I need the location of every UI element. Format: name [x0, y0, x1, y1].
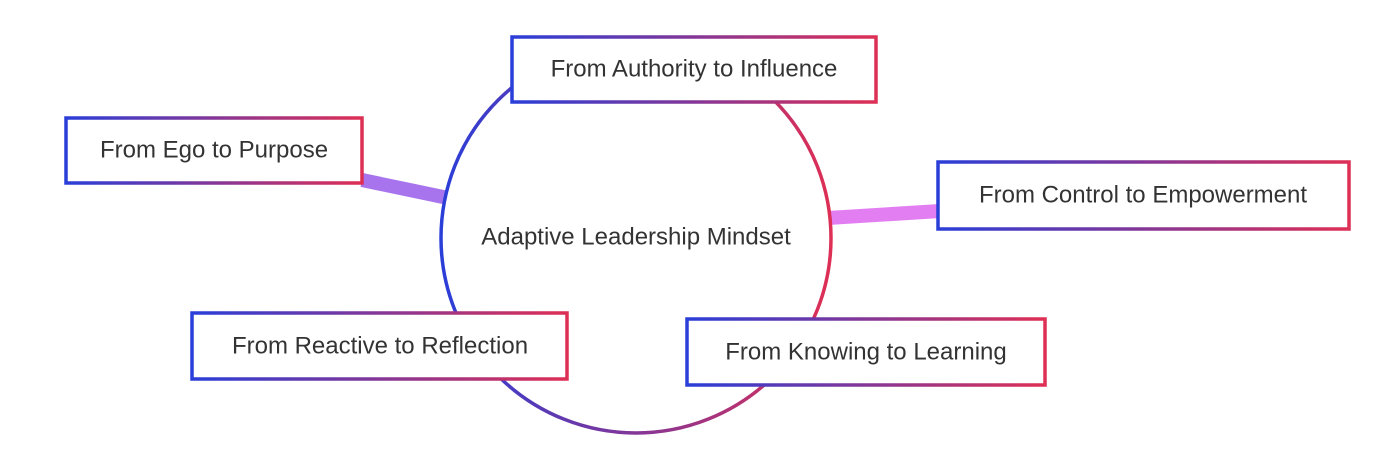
branch-label: From Knowing to Learning — [725, 338, 1006, 365]
connector-ego — [360, 173, 450, 205]
branch-label: From Authority to Influence — [551, 55, 838, 82]
branch-node-control-empowerment[interactable]: From Control to Empowerment — [936, 160, 1351, 231]
branch-node-authority-influence[interactable]: From Authority to Influence — [510, 35, 878, 104]
branch-node-reactive-reflection[interactable]: From Reactive to Reflection — [190, 311, 569, 381]
central-node-label: Adaptive Leadership Mindset — [481, 223, 791, 250]
branch-label: From Reactive to Reflection — [232, 332, 528, 359]
branch-label: From Control to Empowerment — [979, 181, 1307, 208]
branch-node-ego-purpose[interactable]: From Ego to Purpose — [64, 116, 364, 185]
connector-control — [827, 204, 941, 225]
branch-node-knowing-learning[interactable]: From Knowing to Learning — [685, 317, 1047, 387]
branch-label: From Ego to Purpose — [100, 136, 328, 163]
